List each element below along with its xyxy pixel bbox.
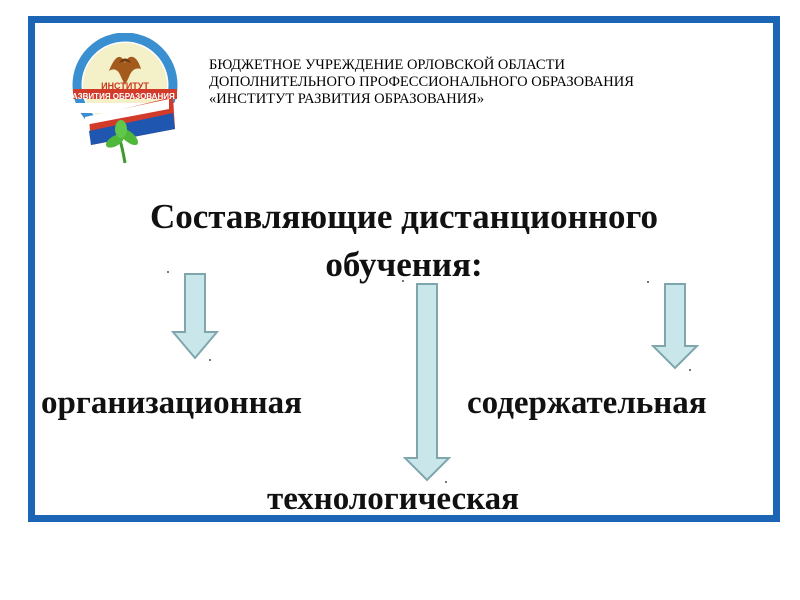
component-content: содержательная [467, 385, 707, 421]
slide-title: Составляющие дистанционного обучения: [35, 193, 773, 289]
decor-dot [689, 369, 691, 371]
decor-dot [402, 280, 404, 282]
arrow-down-icon-left [171, 273, 219, 360]
component-organizational: организационная [41, 385, 303, 421]
header-line-1: БЮДЖЕТНОЕ УЧРЕЖДЕНИЕ ОРЛОВСКОЙ ОБЛАСТИ [209, 57, 565, 73]
decor-dot [445, 481, 447, 483]
decor-dot [647, 281, 649, 283]
component-technological: технологическая [267, 481, 519, 517]
arrow-down-icon-center [403, 283, 451, 482]
institute-logo: ИНСТИТУТ РАЗВИТИЯ ОБРАЗОВАНИЯ [67, 33, 178, 164]
logo-text-bottom: РАЗВИТИЯ ОБРАЗОВАНИЯ [67, 92, 175, 101]
slide-frame: ИНСТИТУТ РАЗВИТИЯ ОБРАЗОВАНИЯ БЮДЖЕТНОЕ … [28, 16, 780, 522]
title-line-1: Составляющие дистанционного [149, 197, 659, 236]
decor-dot [209, 359, 211, 361]
arrow-down-icon-right [651, 283, 699, 370]
institution-header: БЮДЖЕТНОЕ УЧРЕЖДЕНИЕ ОРЛОВСКОЙ ОБЛАСТИ Д… [209, 57, 749, 108]
logo-text-top: ИНСТИТУТ [101, 81, 149, 91]
decor-dot [167, 271, 169, 273]
title-line-2: обучения: [325, 245, 483, 284]
header-line-3: «ИНСТИТУТ РАЗВИТИЯ ОБРАЗОВАНИЯ» [209, 91, 485, 107]
header-line-2: ДОПОЛНИТЕЛЬНОГО ПРОФЕССИОНАЛЬНОГО ОБРАЗО… [209, 74, 634, 90]
logo-emblem-icon [72, 33, 178, 164]
